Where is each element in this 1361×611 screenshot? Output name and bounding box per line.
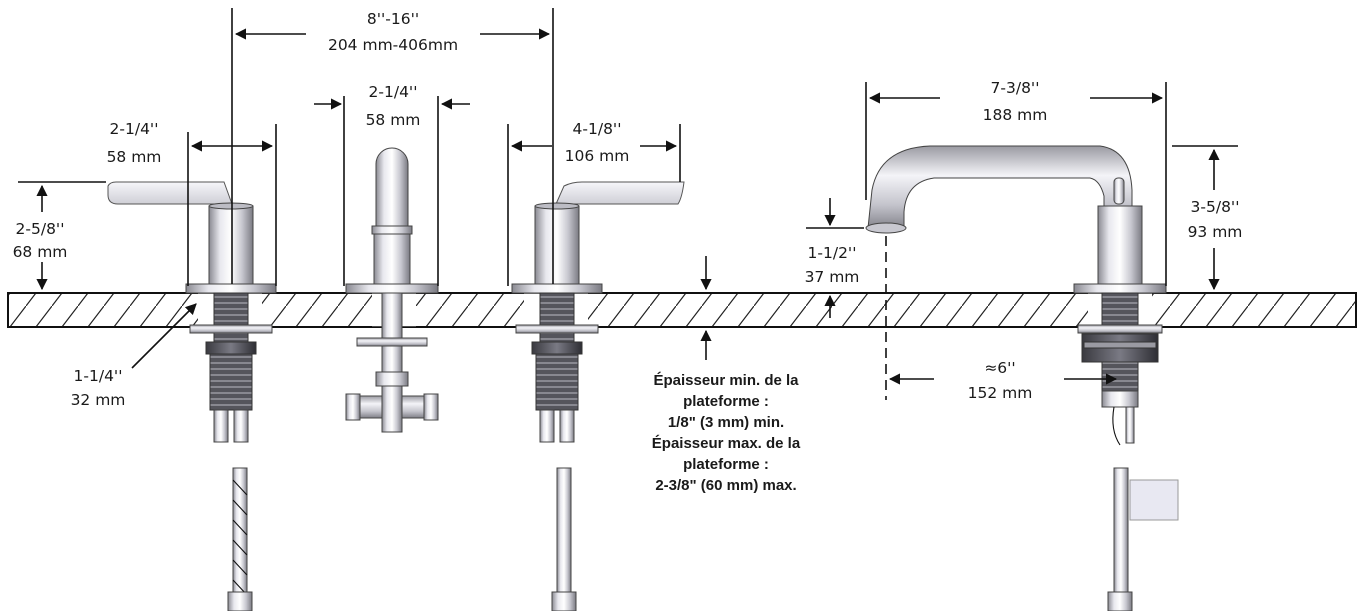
- deck-note-line-1: Épaisseur min. de la: [653, 372, 799, 389]
- right-handle-reach-inches: 4-1/8'': [573, 120, 622, 138]
- spout-side-view: [865, 145, 1179, 611]
- spread-mm: 204 mm-406mm: [328, 36, 458, 54]
- hole-diameter-inches: 1-1/4'': [74, 367, 123, 385]
- spout-width-mm: 58 mm: [366, 111, 421, 129]
- spout-reach-inches: 7-3/8'': [991, 79, 1040, 97]
- spout-height-mm: 93 mm: [1188, 223, 1243, 241]
- dimension-labels: 8''-16'' 204 mm-406mm 2-1/4'' 58 mm 2-1/…: [13, 10, 1243, 409]
- spout-clearance-inches: 1-1/2'': [808, 244, 857, 262]
- deck-note-line-5: plateforme :: [683, 456, 769, 473]
- deck-note-line-3: 1/8" (3 mm) min.: [668, 414, 784, 431]
- spout-height-inches: 3-5/8'': [1191, 198, 1240, 216]
- deck-note-line-6: 2-3/8" (60 mm) max.: [655, 477, 796, 494]
- spout-valve-body: [345, 147, 439, 433]
- handle-height-inches: 2-5/8'': [16, 220, 65, 238]
- left-handle-valve: [107, 181, 277, 611]
- spout-reach-mm: 188 mm: [983, 106, 1048, 124]
- deck-note-line-4: Épaisseur max. de la: [652, 435, 801, 452]
- spout-center-mm: 152 mm: [968, 384, 1033, 402]
- left-handle-width-mm: 58 mm: [107, 148, 162, 166]
- right-handle-valve: [511, 181, 685, 611]
- hole-diameter-mm: 32 mm: [71, 391, 126, 409]
- left-handle-width-inches: 2-1/4'': [110, 120, 159, 138]
- spout-center-inches: ≈6'': [984, 359, 1015, 377]
- dimension-lines: [18, 8, 1238, 400]
- deck-thickness-note: Épaisseur min. de la plateforme : 1/8" (…: [652, 372, 801, 494]
- deck-note-line-2: plateforme :: [683, 393, 769, 410]
- deck-section: [7, 292, 1357, 328]
- spread-inches: 8''-16'': [367, 10, 419, 28]
- spout-width-inches: 2-1/4'': [369, 83, 418, 101]
- right-handle-reach-mm: 106 mm: [565, 147, 630, 165]
- spout-clearance-mm: 37 mm: [805, 268, 860, 286]
- handle-height-mm: 68 mm: [13, 243, 68, 261]
